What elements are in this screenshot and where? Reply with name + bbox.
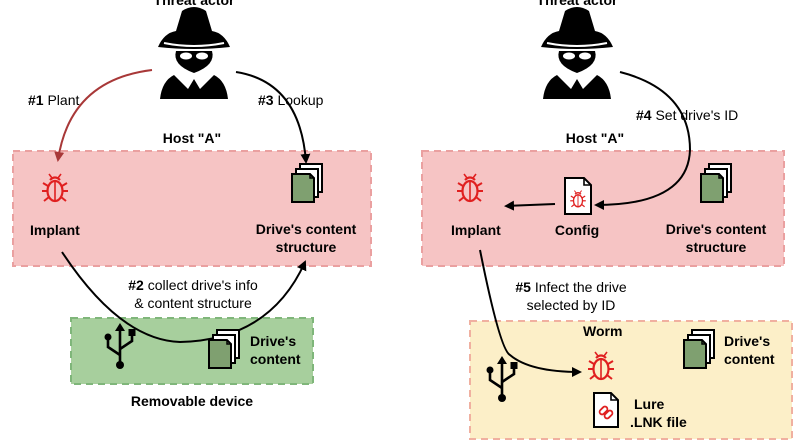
drive-content-structure-right-line2: structure [685,239,747,255]
step2-number: #2 [128,277,144,293]
step5-number: #5 [515,279,531,295]
lookup-arrow [235,71,311,164]
lure-line1: Lure [634,396,665,412]
threat-actor-label: Threat actor [153,0,235,8]
collect-arrow [61,251,307,344]
removable-device-label: Removable device [130,393,254,409]
documents-icon [291,163,323,203]
step4-number: #4 [636,107,652,123]
spy-icon [540,6,614,100]
plant-arrow [54,69,153,162]
documents-icon [683,329,715,369]
config-to-implant-arrow [504,200,556,211]
link-file-icon [593,392,619,428]
drive-content-label: Drive's content [250,332,301,368]
lure-line2: .LNK file [630,414,687,430]
drive-content-right-line1: Drive's [724,333,771,349]
drive-content-structure-label: Drive's content structure [236,220,376,256]
drive-content-line2: content [250,351,301,367]
step5-text-line2: selected by ID [526,297,616,313]
spy-icon [157,6,231,100]
infect-arrow [479,249,582,377]
step4-text: Set drive's ID [655,107,739,123]
step5-label: #5 Infect the drive selected by ID [496,278,646,314]
implant-label-right: Implant [451,222,501,238]
config-file-icon [565,178,591,214]
host-a-label: Host "A" [162,130,222,146]
threat-actor-label-right: Threat actor [536,0,618,8]
drive-content-line1: Drive's [250,333,297,349]
step2-label: #2 collect drive's info & content struct… [118,276,268,312]
removable-device-box [70,317,314,385]
step3-number: #3 [258,92,274,108]
host-a-label-right: Host "A" [565,130,625,146]
step1-label: #1 Plant [28,92,79,108]
drive-content-right-line2: content [724,351,775,367]
drive-content-label-right: Drive's content [724,332,775,368]
documents-icon [208,329,240,369]
step2-text: collect drive's info [147,277,258,293]
step3-label: #3 Lookup [258,92,323,108]
drive-content-structure-label-right: Drive's content structure [646,220,786,256]
documents-icon [700,163,732,203]
step2-text-line2: & content structure [134,295,252,311]
step3-text: Lookup [277,92,324,108]
drive-content-structure-line1: Drive's content [255,221,357,237]
config-label: Config [554,222,600,238]
implant-label: Implant [30,222,80,238]
drive-content-structure-line2: structure [275,239,337,255]
set-drive-id-arrow [594,71,692,210]
drive-content-structure-right-line1: Drive's content [665,221,767,237]
step1-text: Plant [47,92,80,108]
step4-label: #4 Set drive's ID [636,107,738,123]
step1-number: #1 [28,92,44,108]
lure-label: Lure .LNK file [630,395,687,431]
target-drive-box [469,320,793,440]
step5-text: Infect the drive [534,279,627,295]
worm-label: Worm [583,323,623,339]
